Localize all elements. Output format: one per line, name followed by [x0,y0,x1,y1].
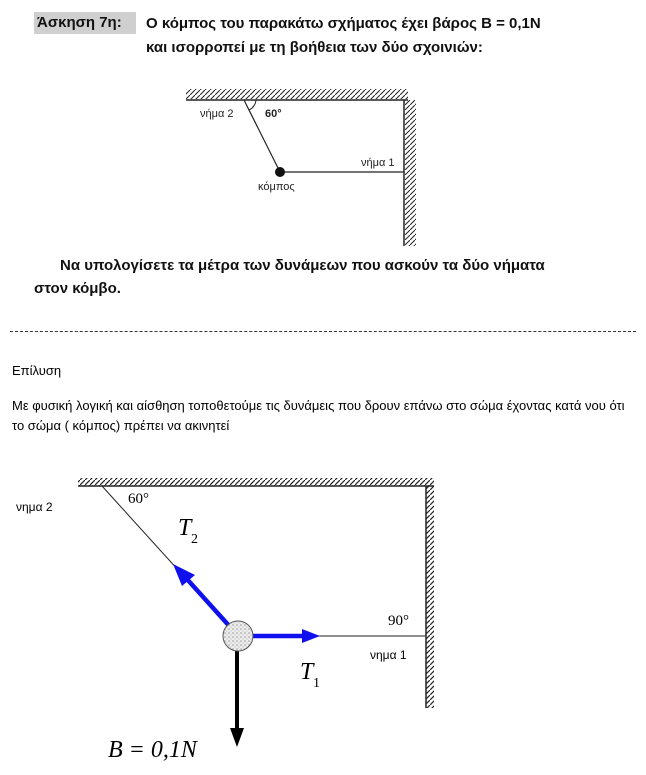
exercise-question: Να υπολογίσετε τα μέτρα των δυνάμεων που… [34,254,564,300]
exercise-statement: Ο κόμπος του παρακάτω σχήματος έχει βάρο… [146,15,541,56]
angle-top-label: 60° [128,491,149,507]
solution-heading: Επίλυση [12,363,62,378]
tension-2-symbol: T [178,515,193,541]
top-wall-hatch [405,100,416,246]
wall-hatch [426,486,434,708]
top-rope2-label: νήμα 2 [200,108,234,120]
ceiling-hatch [78,478,434,486]
top-rope-2 [243,99,281,173]
top-knot-label: κόμπος [258,181,295,193]
tension-1-subscript: 1 [313,676,320,691]
exercise-label: Άσκηση 7η: [34,12,136,34]
tension-1-symbol: T [300,659,315,685]
tension-2-arrow [184,576,234,631]
top-angle-label: 60° [265,108,282,120]
weight-arrowhead [230,728,244,747]
rope1-label: νημα 1 [370,648,407,662]
tension-2-arrowhead [173,564,195,586]
solution-text: Με φυσική λογική και αίσθηση τοποθετούμε… [12,398,625,433]
tension-1-arrowhead [302,629,320,643]
tension-2-label: T 2 [178,515,198,547]
separator-line [10,331,636,332]
knot [222,620,254,652]
angle-right-label: 90° [388,613,409,629]
top-figure: νήμα 2 60° νήμα 1 κόμπος [186,89,416,246]
top-rope1-label: νήμα 1 [361,157,395,169]
rope2-label: νημα 2 [16,500,53,514]
top-knot [275,167,285,177]
exercise-question-text: Να υπολογίσετε τα μέτρα των δυνάμεων που… [34,257,545,297]
top-ceiling-hatch [186,89,408,99]
weight-label: B = 0,1N [108,737,199,763]
top-angle-arc [248,99,257,111]
tension-2-subscript: 2 [191,532,198,547]
tension-1-label: T 1 [300,659,320,691]
